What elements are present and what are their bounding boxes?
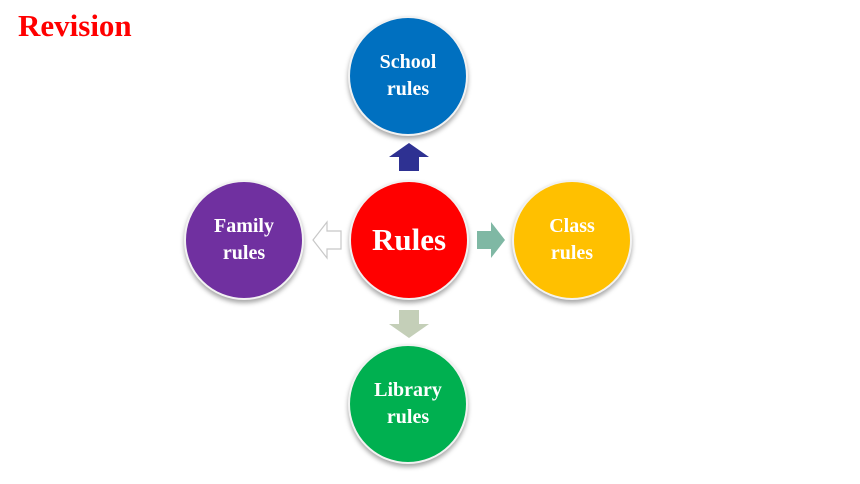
rules-center-node: Rules <box>349 180 469 300</box>
class-rules-line1: Class <box>549 215 595 237</box>
arrow-left-shape <box>312 220 342 260</box>
library-rules-line1: Library <box>374 379 442 401</box>
arrow-up-shape <box>389 143 429 171</box>
family-rules-line1: Family <box>214 215 274 237</box>
library-rules-node: Library rules <box>348 344 468 464</box>
school-rules-line2: rules <box>386 78 430 100</box>
library-rules-line2: rules <box>386 406 430 428</box>
arrow-down-shape <box>389 310 429 338</box>
school-rules-line1: School <box>379 51 437 73</box>
school-rules-node: School rules <box>348 16 468 136</box>
arrow-up-icon <box>389 143 429 171</box>
arrow-right-icon <box>477 222 505 258</box>
arrow-down-icon <box>389 310 429 338</box>
slide-title: Revision <box>18 8 132 43</box>
arrow-right-shape <box>477 222 505 258</box>
family-rules-line2: rules <box>222 242 266 264</box>
rules-center-label: Rules <box>371 222 447 257</box>
class-rules-line2: rules <box>550 242 594 264</box>
family-rules-node: Family rules <box>184 180 304 300</box>
arrow-left-icon <box>312 220 342 260</box>
class-rules-node: Class rules <box>512 180 632 300</box>
